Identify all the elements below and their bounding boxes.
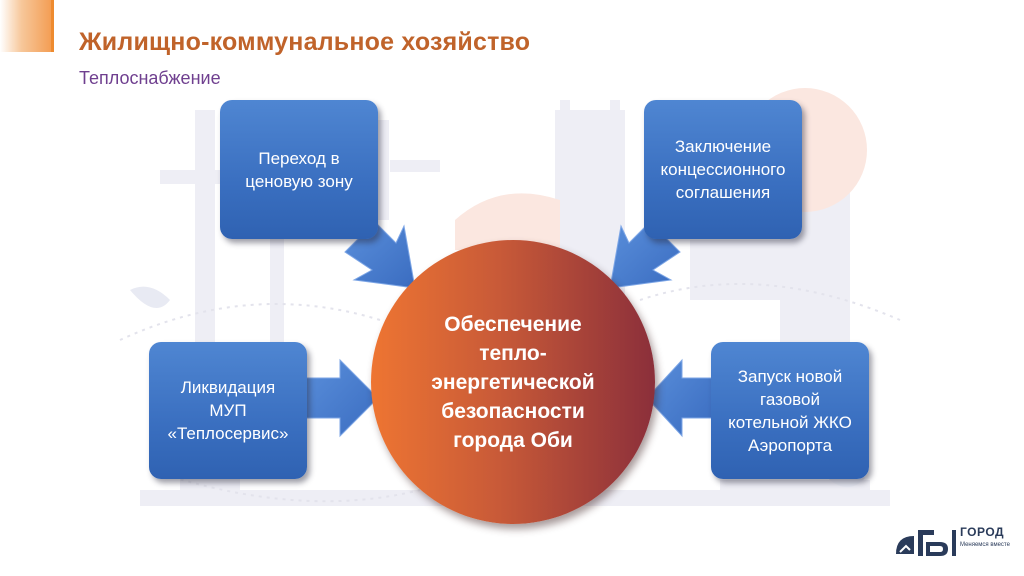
arrow-left <box>304 358 379 438</box>
box-price-zone: Переход в ценовую зону <box>220 100 378 239</box>
page-subtitle: Теплоснабжение <box>79 68 221 88</box>
logo-title: ГОРОД <box>960 525 1005 539</box>
box-boiler-launch: Запуск новой газовой котельной ЖКО Аэроп… <box>711 342 869 479</box>
arrow-right <box>646 358 713 438</box>
box-liquidation-text: Ликвидация МУП «Теплосервис» <box>167 378 289 443</box>
box-concession: Заключение концессионного соглашения <box>644 100 802 239</box>
gorod-logo-icon <box>896 530 956 556</box>
box-liquidation: Ликвидация МУП «Теплосервис» <box>149 342 307 479</box>
box-boiler-launch-text: Запуск новой газовой котельной ЖКО Аэроп… <box>728 366 852 455</box>
center-circle-text: Обеспечение тепло- энергетической безопа… <box>431 312 595 452</box>
box-concession-text: Заключение концессионного соглашения <box>660 137 786 202</box>
page-title: Жилищно-коммунальное хозяйство <box>79 28 531 56</box>
accent-bar <box>0 0 54 52</box>
logo-tagline: Меняемся вместе <box>960 542 1010 548</box>
box-price-zone-text: Переход в ценовую зону <box>245 148 353 191</box>
center-circle: Обеспечение тепло- энергетической безопа… <box>371 240 655 524</box>
